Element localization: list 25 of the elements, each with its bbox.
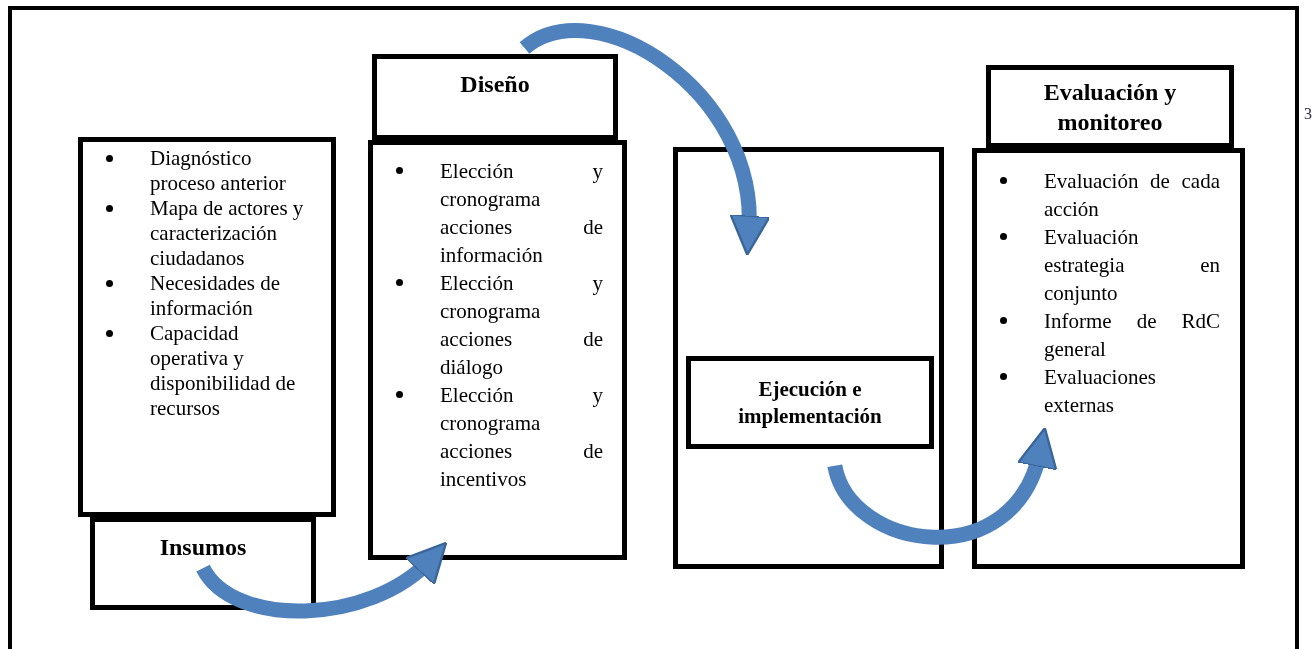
stage-box bbox=[673, 147, 944, 569]
content-box bbox=[78, 137, 336, 517]
bullet-item: Mapa de actores y caracterización ciudadanos bbox=[150, 196, 305, 271]
box-title: Diseño bbox=[460, 70, 530, 99]
bullet-item: Evaluaciones externas bbox=[1044, 364, 1157, 419]
content-box bbox=[972, 148, 1245, 569]
curved-arrow bbox=[196, 543, 449, 619]
bullet-item: Evaluación estrategia en conjunto bbox=[1044, 224, 1220, 307]
page-number: 3 bbox=[1304, 105, 1312, 123]
title-box bbox=[686, 356, 934, 449]
bullet-item: Informe de RdC general bbox=[1044, 308, 1220, 363]
title-box bbox=[372, 54, 618, 140]
bullet-item: Necesidades de información bbox=[150, 271, 282, 321]
box-title: Evaluación y monitoreo bbox=[1042, 77, 1178, 137]
content-box bbox=[368, 140, 627, 560]
box-title: Insumos bbox=[159, 533, 247, 562]
bullet-item: Capacidad operativa y disponibilidad de recursos bbox=[150, 321, 297, 421]
bullet-item: Elección y cronograma acciones de información bbox=[440, 158, 603, 269]
bullet-item: Diagnóstico proceso anterior bbox=[150, 146, 287, 196]
bullet-item: Elección y cronograma acciones de incentivos bbox=[440, 382, 603, 493]
box-title: Ejecución e implementación bbox=[737, 376, 883, 429]
bullet-item: Evaluación de cada acción bbox=[1044, 168, 1220, 223]
title-box bbox=[90, 517, 316, 610]
bullet-item: Elección y cronograma acciones de diálogo bbox=[440, 270, 603, 381]
title-box bbox=[986, 65, 1234, 148]
